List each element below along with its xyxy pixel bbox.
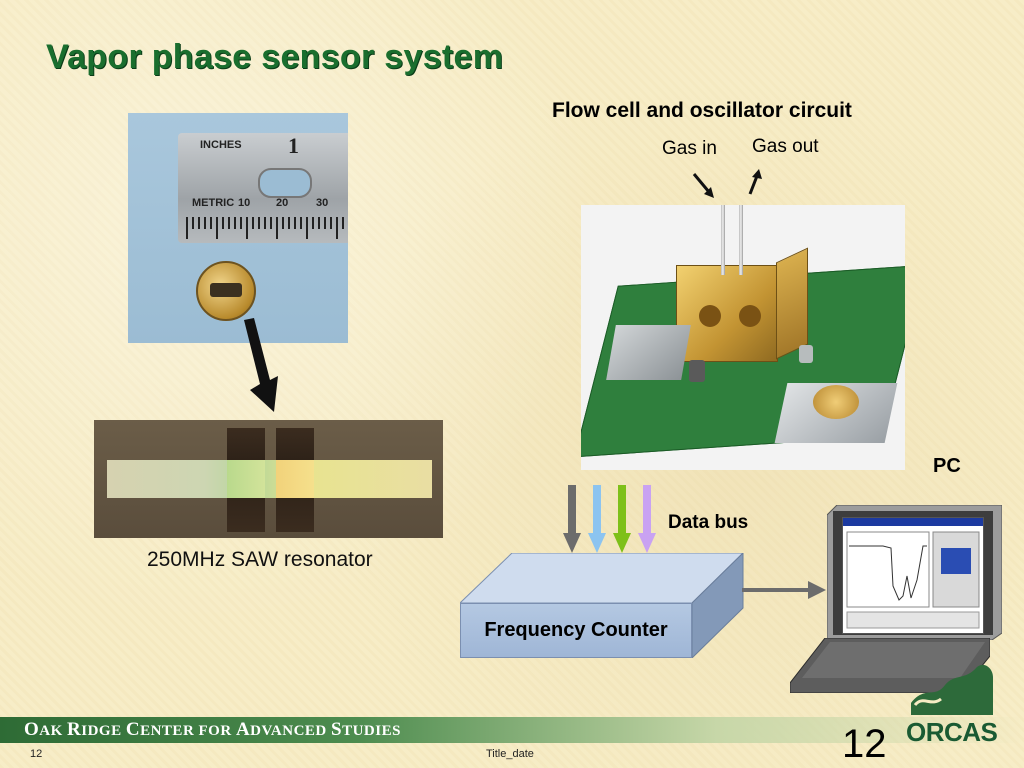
slide-title: Vapor phase sensor system xyxy=(46,38,504,76)
org-name-part: TUDIES xyxy=(342,723,401,739)
ruler-20-text: 20 xyxy=(276,197,289,209)
ruler-tick xyxy=(324,217,326,229)
title-date: Title_date xyxy=(486,748,534,760)
ruler-tick xyxy=(222,217,224,229)
frequency-counter-top xyxy=(460,553,743,603)
ruler-tick xyxy=(288,217,290,229)
down-arrow-icon xyxy=(244,318,278,412)
org-name-part: O xyxy=(24,719,40,740)
slide-number-small: 12 xyxy=(30,748,43,760)
org-name-part: IDGE xyxy=(81,723,126,739)
bus-arrow-head xyxy=(563,533,581,553)
ruler-10-text: 10 xyxy=(238,197,251,209)
gas-in-arrow-icon xyxy=(692,173,714,198)
data-bus-arrows xyxy=(563,485,656,553)
ruler-tick xyxy=(312,217,314,229)
flow-cell-title: Flow cell and oscillator circuit xyxy=(552,99,852,122)
ruler: INCHES 1 METRIC 10 20 30 xyxy=(178,133,348,243)
ruler-tick xyxy=(204,217,206,229)
pc-screen xyxy=(842,517,984,634)
ruler-tick xyxy=(318,217,320,229)
screen-graph xyxy=(846,531,980,629)
org-name-part: R xyxy=(67,719,82,740)
gas-out-label: Gas out xyxy=(752,136,819,157)
gas-in-tube xyxy=(721,205,725,275)
ruler-tick xyxy=(336,217,338,239)
ruler-tick xyxy=(282,217,284,229)
frequency-counter-label: Frequency Counter xyxy=(484,619,668,641)
ruler-tick xyxy=(294,217,296,229)
ruler-one-text: 1 xyxy=(288,133,299,158)
org-name-part: C xyxy=(125,719,141,740)
cube-port-right xyxy=(739,305,761,327)
capacitor-2 xyxy=(799,345,813,363)
ruler-tick xyxy=(270,217,272,229)
ruler-tick xyxy=(330,217,332,229)
cube-port-left xyxy=(699,305,721,327)
saw-idt-right xyxy=(276,460,314,498)
window-titlebar xyxy=(843,518,983,526)
org-name-part: DVANCED xyxy=(250,723,331,739)
ruler-tick xyxy=(306,217,308,239)
ruler-hole xyxy=(258,168,312,198)
bus-arrow-head xyxy=(613,533,631,553)
ruler-tick xyxy=(210,217,212,229)
counter-to-pc-arrow-icon xyxy=(742,581,826,599)
gas-in-label: Gas in xyxy=(662,138,717,159)
org-name: OAK RIDGE CENTER FOR ADVANCED STUDIES xyxy=(24,719,401,741)
ruler-tick xyxy=(342,217,344,229)
orcas-logo xyxy=(911,664,993,715)
pc-keyboard xyxy=(790,638,990,693)
ruler-tick xyxy=(216,217,218,239)
connector xyxy=(606,325,691,380)
saw-resonator-label: 250MHz SAW resonator xyxy=(147,548,373,571)
ruler-tick xyxy=(276,217,278,239)
saw-mount-can xyxy=(813,385,859,419)
gas-out-arrow-icon xyxy=(748,169,762,195)
flow-cell-photo xyxy=(581,205,905,470)
footer-bar xyxy=(0,717,1024,743)
saw-can-window xyxy=(210,283,242,297)
slide-number: 12 xyxy=(842,722,887,766)
saw-resonator-photo xyxy=(94,420,443,538)
ruler-tick xyxy=(192,217,194,229)
ruler-tick xyxy=(300,217,302,229)
ruler-tick xyxy=(252,217,254,229)
bus-arrow-head xyxy=(588,533,606,553)
ruler-30-text: 30 xyxy=(316,197,329,209)
ruler-tick xyxy=(234,217,236,229)
ruler-inches-text: INCHES xyxy=(200,139,242,151)
bus-arrow-head xyxy=(638,533,656,553)
saw-substrate xyxy=(107,460,432,498)
bus-arrow-shaft xyxy=(568,485,576,535)
data-bus-label: Data bus xyxy=(668,512,749,533)
ruler-tick xyxy=(246,217,248,239)
ruler-metric-text: METRIC xyxy=(192,197,235,209)
ruler-tick xyxy=(228,217,230,229)
ruler-tick xyxy=(198,217,200,229)
ruler-tick xyxy=(264,217,266,229)
saw-idt-left xyxy=(227,460,265,498)
org-name-part: S xyxy=(331,719,343,740)
flow-cell-cube xyxy=(676,265,778,362)
orcas-logo-text: ORCAS xyxy=(906,717,998,747)
org-name-part: A xyxy=(235,719,251,740)
bus-arrow-shaft xyxy=(618,485,626,535)
ruler-tick xyxy=(240,217,242,229)
ruler-tick xyxy=(186,217,188,239)
ruler-photo: INCHES 1 METRIC 10 20 30 xyxy=(128,113,348,343)
frequency-counter: Frequency Counter xyxy=(460,603,692,658)
bus-arrow-shaft xyxy=(643,485,651,535)
frequency-counter-side xyxy=(692,553,744,658)
capacitor xyxy=(689,360,705,382)
pc-label: PC xyxy=(933,455,961,477)
ruler-tick xyxy=(258,217,260,229)
bus-arrow-shaft xyxy=(593,485,601,535)
org-name-part: ENTER FOR xyxy=(140,723,236,739)
org-name-part: AK xyxy=(39,723,68,739)
gas-out-tube xyxy=(739,205,743,275)
saw-can xyxy=(196,261,256,321)
flow-cell-cube-side xyxy=(776,247,808,360)
